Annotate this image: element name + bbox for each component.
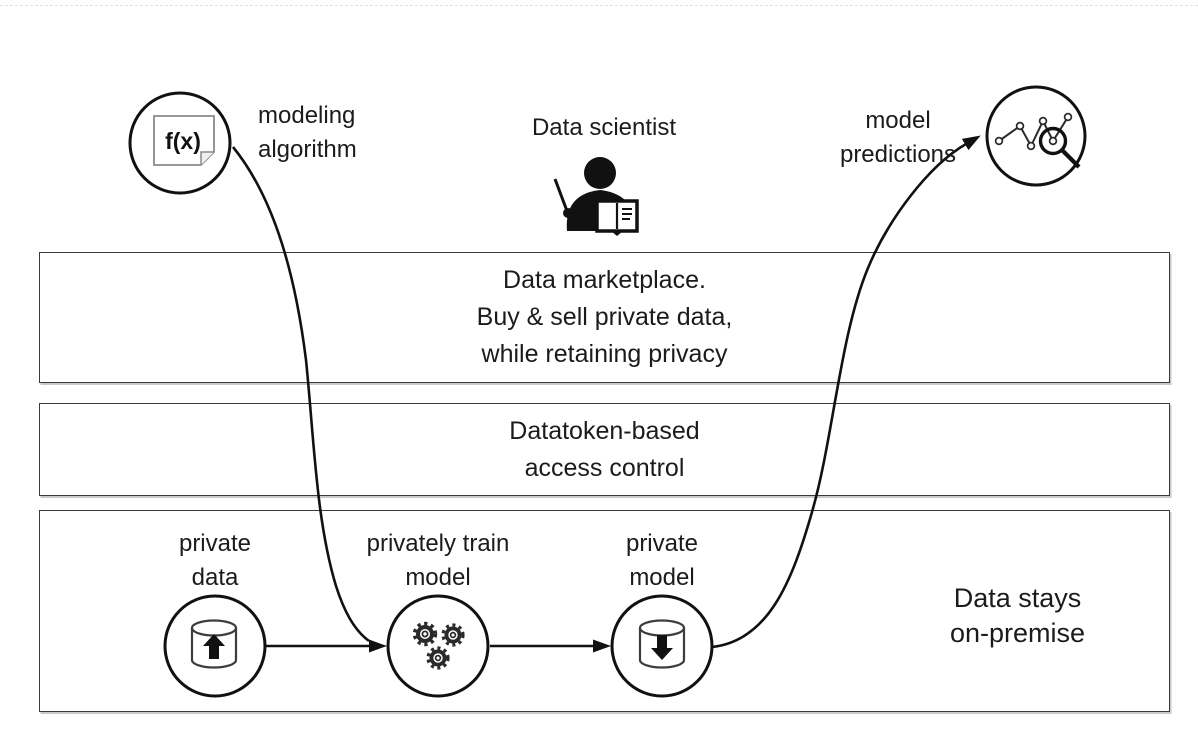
marketplace-line-3: while retaining privacy — [481, 340, 728, 368]
person-with-book-icon — [553, 157, 639, 236]
database-upload-icon — [190, 619, 238, 669]
on-premise-line-2: on-premise — [949, 618, 1086, 648]
band-datatoken-access-control: Datatoken-based access control — [39, 403, 1170, 496]
private-model-node — [610, 594, 714, 698]
privately-train-model-node — [386, 594, 490, 698]
marketplace-line-2: Buy & sell private data, — [476, 303, 733, 331]
model-predictions-node — [985, 85, 1087, 187]
private-model-line-2: model — [629, 564, 695, 591]
privately-train-model-label: privately train model — [343, 527, 533, 595]
model-predictions-line-1: model — [865, 107, 931, 134]
model-predictions-label: model predictions — [812, 104, 984, 172]
private-data-label: private data — [145, 527, 285, 595]
chart-magnifier-icon — [994, 112, 1081, 169]
modeling-algorithm-label: modeling algorithm — [258, 99, 388, 167]
private-data-node — [163, 594, 267, 698]
modeling-algorithm-node: f(x) — [128, 91, 232, 195]
database-download-icon — [638, 619, 686, 669]
model-predictions-line-2: predictions — [839, 141, 957, 168]
train-model-line-1: privately train — [366, 530, 510, 557]
datatoken-line-1: Datatoken-based — [509, 416, 700, 445]
band-data-marketplace: Data marketplace. Buy & sell private dat… — [39, 252, 1170, 383]
on-premise-line-1: Data stays — [953, 583, 1082, 613]
private-model-line-1: private — [625, 530, 699, 557]
data-stays-on-premise-label: Data stays on-premise — [915, 581, 1120, 651]
flow-modeling-algorithm-to-train — [231, 146, 370, 643]
gears-icon — [412, 621, 465, 670]
private-model-label: private model — [592, 527, 732, 595]
datatoken-line-2: access control — [524, 453, 685, 482]
data-scientist-label: Data scientist — [494, 111, 714, 145]
modeling-algorithm-line-2: algorithm — [258, 136, 357, 163]
modeling-algorithm-line-1: modeling — [258, 102, 356, 129]
private-data-line-2: data — [191, 564, 239, 591]
flow-private-model-to-predictions — [711, 135, 981, 649]
data-scientist-text: Data scientist — [531, 114, 677, 141]
fx-document-icon: f(x) — [153, 115, 215, 166]
page-top-edge — [0, 5, 1198, 6]
datatoken-text: Datatoken-based access control — [509, 413, 699, 487]
private-data-line-1: private — [178, 530, 252, 557]
data-marketplace-text: Data marketplace. Buy & sell private dat… — [477, 262, 733, 373]
train-model-line-2: model — [405, 564, 471, 591]
fx-label: f(x) — [165, 128, 201, 154]
marketplace-line-1: Data marketplace. — [503, 266, 706, 294]
